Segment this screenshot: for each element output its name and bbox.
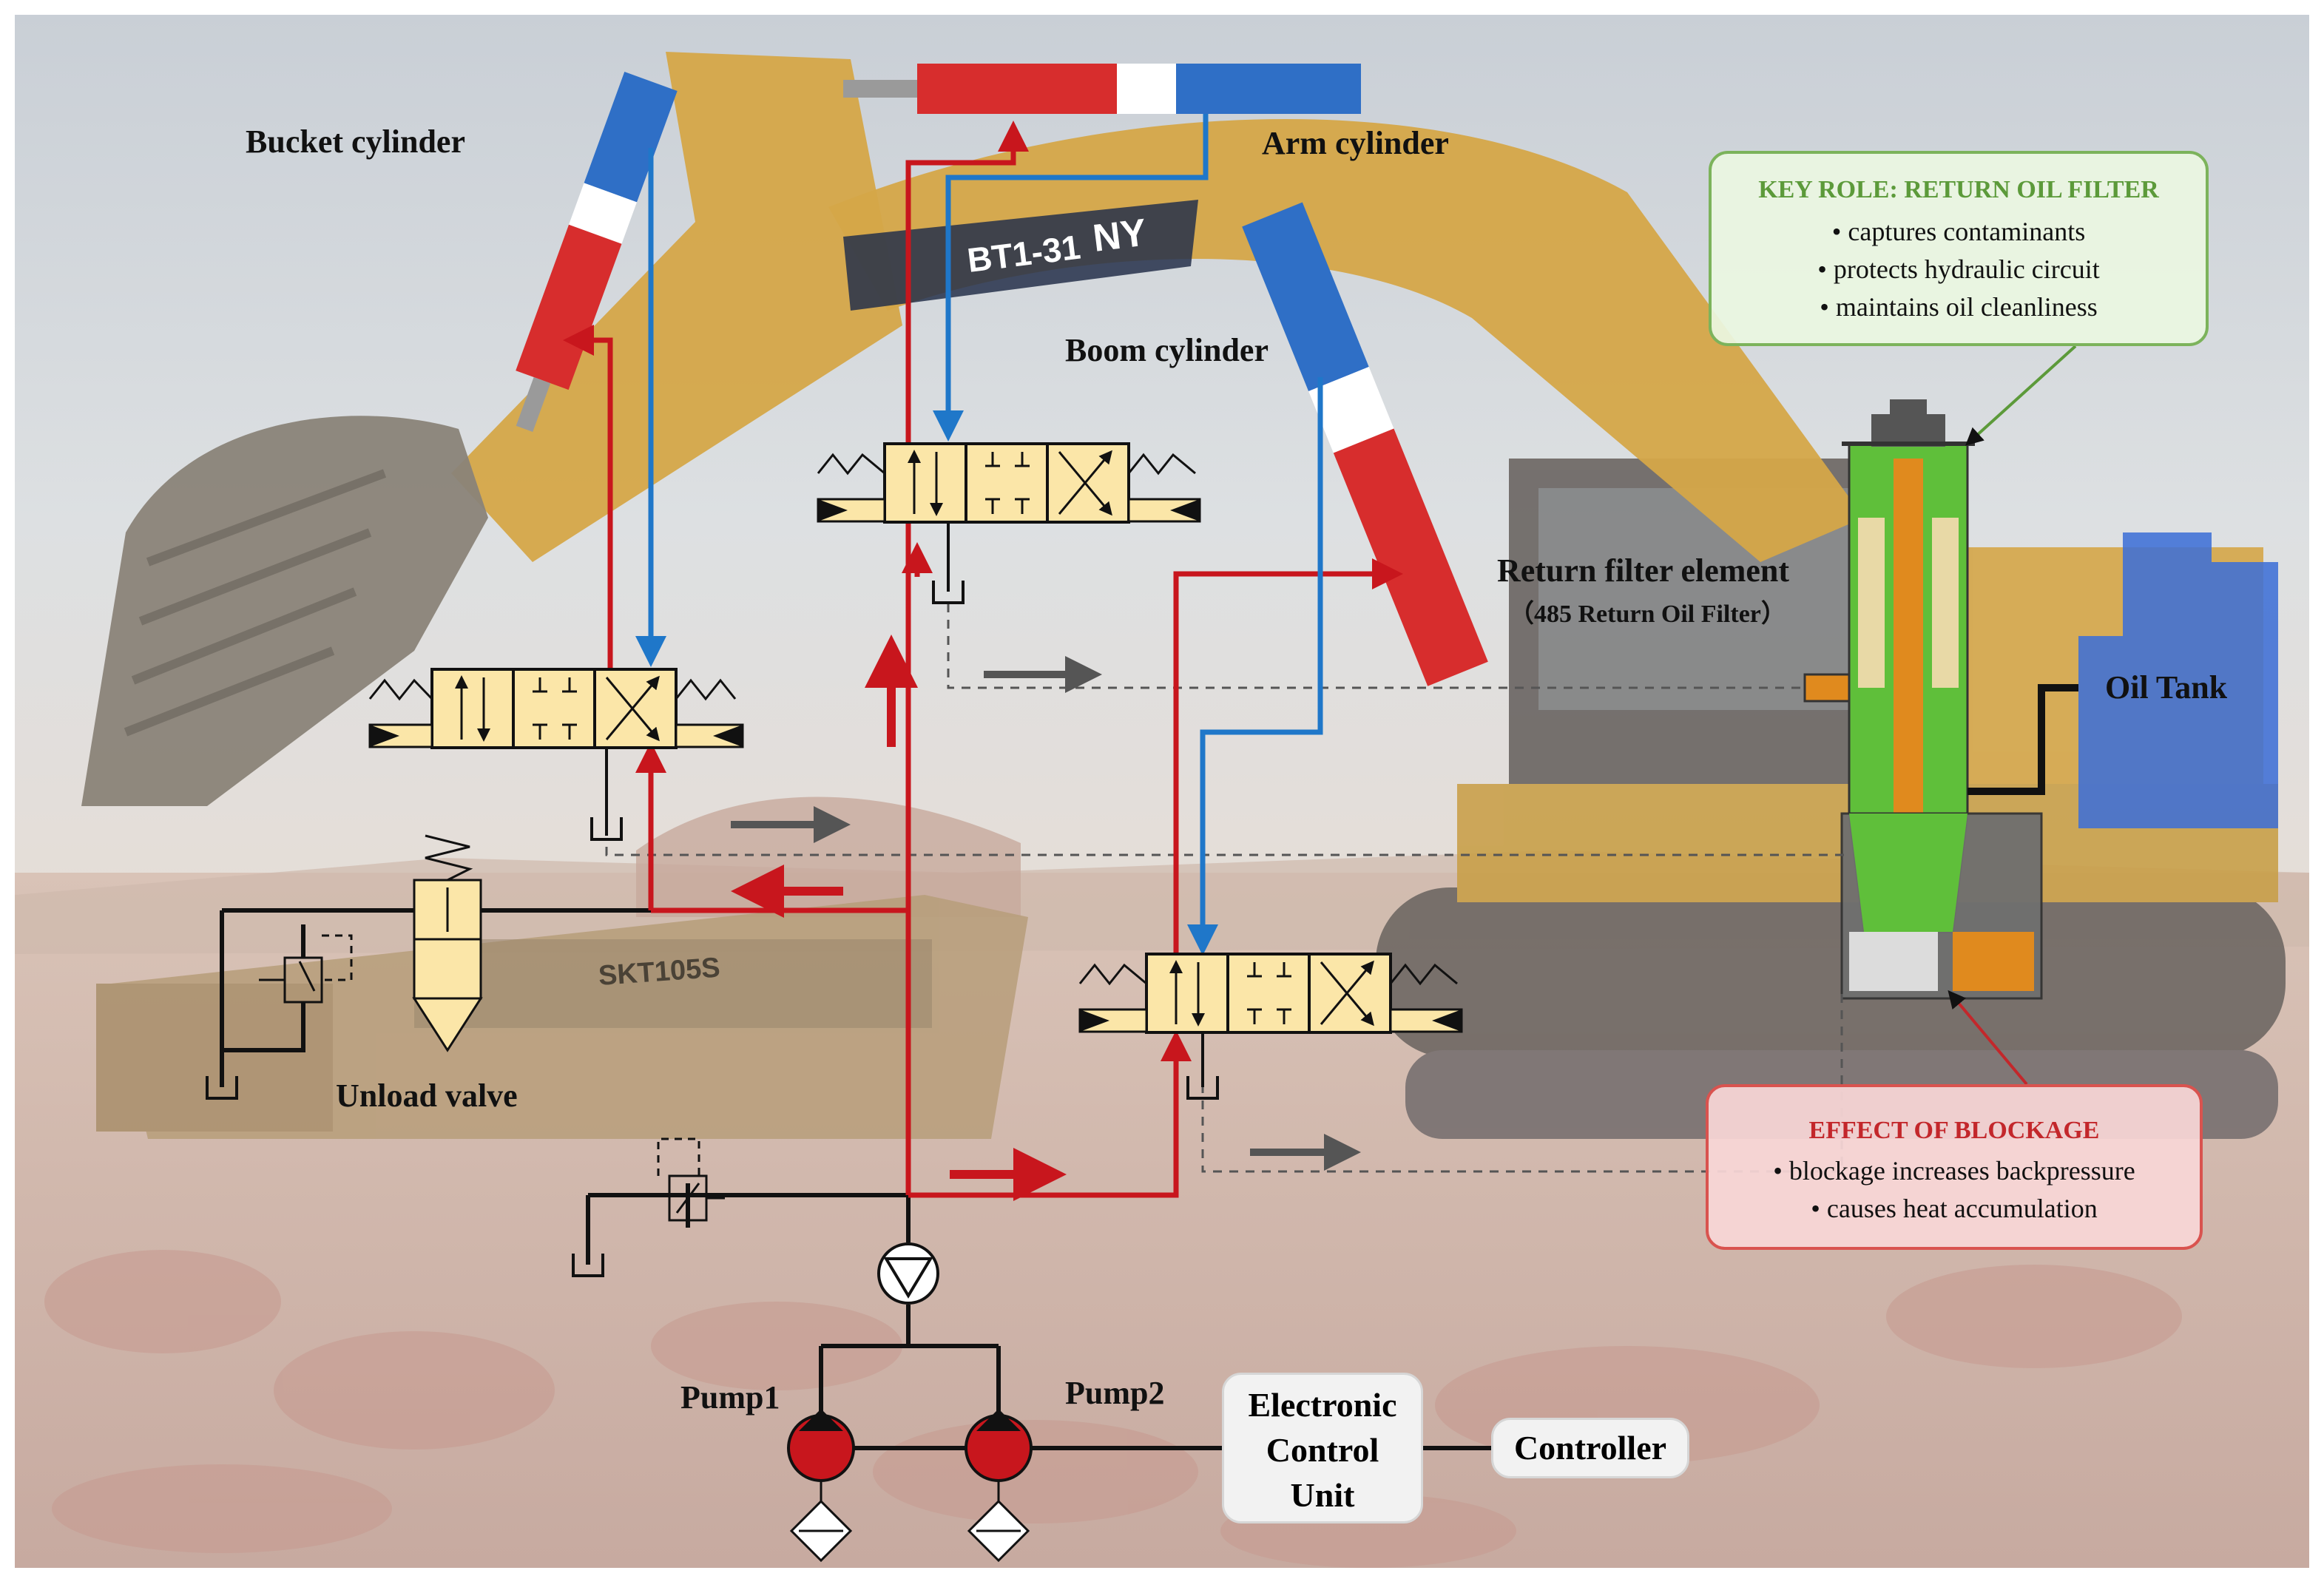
return-filter-illustration bbox=[1803, 399, 2078, 1000]
controller-box: Controller bbox=[1491, 1418, 1689, 1478]
return-lines bbox=[635, 114, 1323, 956]
return-filter-model-label: （485 Return Oil Filter） bbox=[1509, 601, 1786, 628]
directional-valve-boom bbox=[1078, 953, 1463, 1034]
unload-valve-label: Unload valve bbox=[336, 1078, 518, 1114]
key-role-item: • protects hydraulic circuit bbox=[1817, 254, 2100, 284]
electronic-control-unit-box: Electronic Control Unit bbox=[1222, 1373, 1423, 1523]
boom-cylinder-shape bbox=[1242, 202, 1488, 686]
blockage-callout: EFFECT OF BLOCKAGE • blockage increases … bbox=[1706, 1084, 2203, 1250]
directional-valve-bucket bbox=[368, 668, 744, 749]
key-role-title: KEY ROLE: RETURN OIL FILTER bbox=[1758, 176, 2159, 203]
bucket-cylinder-shape bbox=[516, 72, 678, 432]
ecu-line: Unit bbox=[1290, 1476, 1355, 1514]
keyrole-connector bbox=[1965, 345, 2077, 446]
check-valve-icon bbox=[877, 1242, 939, 1305]
directional-valve-arm bbox=[817, 442, 1201, 524]
return-dashed-lines bbox=[605, 603, 1849, 1173]
unload-valve bbox=[412, 834, 483, 1052]
pump2-label: Pump2 bbox=[1065, 1375, 1165, 1411]
return-flow-arrows bbox=[731, 656, 1361, 1171]
oil-tank-shape bbox=[2078, 532, 2278, 828]
arm-cylinder-label: Arm cylinder bbox=[1262, 125, 1449, 161]
excavator-arm bbox=[451, 52, 902, 562]
ecu-line: Electronic bbox=[1248, 1386, 1397, 1424]
ecu-line: Control bbox=[1266, 1431, 1379, 1469]
dump-truck bbox=[96, 895, 1028, 1139]
return-filter-element-label: Return filter element bbox=[1497, 552, 1790, 589]
oil-tank-label: Oil Tank bbox=[2105, 669, 2228, 706]
key-role-item: • captures contaminants bbox=[1831, 217, 2086, 246]
tank-return-icon bbox=[206, 522, 1219, 1277]
pump1-label: Pump1 bbox=[680, 1379, 780, 1416]
blockage-item: • blockage increases backpressure bbox=[1773, 1156, 2135, 1186]
pressure-flow-arrows bbox=[731, 635, 1067, 1201]
boom-cylinder-label: Boom cylinder bbox=[1065, 332, 1269, 368]
key-role-callout: KEY ROLE: RETURN OIL FILTER • captures c… bbox=[1709, 151, 2209, 346]
blockage-item: • causes heat accumulation bbox=[1811, 1194, 2098, 1223]
bucket-cylinder-label: Bucket cylinder bbox=[246, 124, 465, 160]
circuit-lines bbox=[220, 686, 2071, 1450]
relief-valve-icon bbox=[259, 934, 725, 1222]
arm-cylinder-shape bbox=[843, 64, 1361, 114]
excavator-brand-fragment: NY bbox=[1090, 212, 1149, 260]
blockage-connector bbox=[1948, 990, 2028, 1086]
pump-circle-icon bbox=[787, 1409, 1033, 1563]
key-role-item: • maintains oil cleanliness bbox=[1820, 292, 2098, 322]
blockage-title: EFFECT OF BLOCKAGE bbox=[1808, 1117, 2100, 1144]
